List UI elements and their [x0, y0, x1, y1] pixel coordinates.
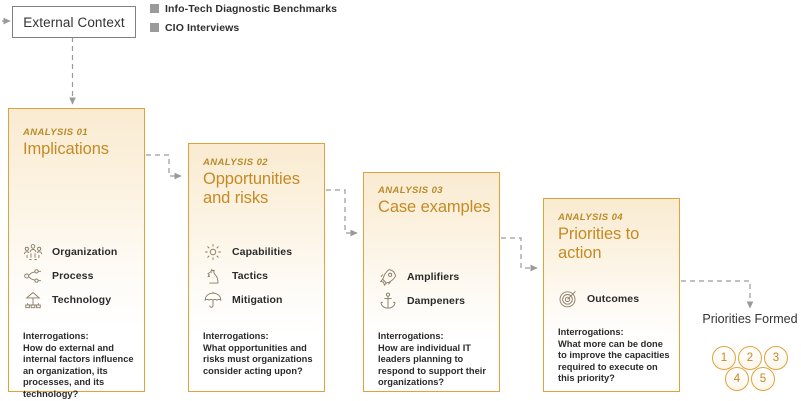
list-item-label: Dampeners [407, 295, 466, 307]
priorities-row-1: 1 2 3 [700, 346, 800, 370]
panel-items: Outcomes [558, 287, 673, 311]
gear-icon [205, 244, 221, 260]
umbrella-icon [204, 291, 222, 308]
list-item-label: Organization [52, 246, 118, 258]
panel-kicker: ANALYSIS 01 [23, 127, 88, 138]
target-icon [559, 291, 576, 308]
list-item-label: Outcomes [587, 293, 640, 305]
legend-item-benchmarks: Info-Tech Diagnostic Benchmarks [150, 0, 337, 17]
interrogations-block: Interrogations: What more can be done to… [558, 327, 671, 385]
interrogations-heading: Interrogations: [558, 327, 624, 337]
priority-circle-2[interactable]: 2 [738, 346, 762, 370]
legend: Info-Tech Diagnostic Benchmarks CIO Inte… [150, 0, 337, 38]
panel-kicker: ANALYSIS 03 [378, 185, 443, 196]
panel-title: Opportunities and risks [203, 170, 300, 207]
connector-analysis-04-to-priorities [681, 280, 754, 309]
legend-swatch-icon [150, 4, 159, 13]
connector-analysis-01-to-02 [146, 154, 182, 180]
list-item[interactable]: Process [23, 264, 138, 288]
list-item[interactable]: Mitigation [203, 288, 318, 312]
interrogations-heading: Interrogations: [378, 331, 444, 341]
list-item[interactable]: Amplifiers [378, 265, 493, 289]
priority-circle-4[interactable]: 4 [725, 367, 749, 391]
legend-label: Info-Tech Diagnostic Benchmarks [165, 2, 338, 15]
list-item[interactable]: Tactics [203, 264, 318, 288]
list-item[interactable]: Organization [23, 240, 138, 264]
interrogations-block: Interrogations: What opportunities and r… [203, 331, 316, 377]
rocket-icon [379, 269, 396, 286]
connector-analysis-03-to-04 [501, 237, 538, 272]
interrogations-heading: Interrogations: [203, 331, 269, 341]
list-item-label: Capabilities [232, 246, 293, 258]
list-item-label: Amplifiers [407, 271, 460, 283]
interrogations-body: How are individual IT leaders planning t… [378, 342, 486, 388]
analysis-panel-01[interactable]: ANALYSIS 01 Implications Organization Pr… [8, 108, 145, 399]
interrogations-body: How do external and internal factors inf… [23, 342, 134, 399]
people-group-icon [23, 244, 43, 260]
legend-swatch-icon [150, 23, 159, 32]
list-item-label: Mitigation [232, 294, 283, 306]
analysis-panel-03[interactable]: ANALYSIS 03 Case examples Amplifiers Dam… [363, 172, 500, 392]
panel-kicker: ANALYSIS 02 [203, 157, 268, 168]
panel-title: Priorities to action [558, 225, 640, 262]
external-context-label: External Context [23, 14, 125, 30]
analysis-panel-02[interactable]: ANALYSIS 02 Opportunities and risks Capa… [188, 143, 325, 392]
list-item[interactable]: Outcomes [558, 287, 673, 311]
interrogations-body: What opportunities and risks must organi… [203, 342, 313, 376]
list-item-label: Technology [52, 294, 112, 306]
panel-items: Organization Process Technology [23, 240, 138, 312]
priority-circle-3[interactable]: 3 [764, 346, 788, 370]
list-item[interactable]: Technology [23, 288, 138, 312]
list-item[interactable]: Capabilities [203, 240, 318, 264]
chess-knight-icon [207, 268, 219, 284]
list-item-label: Process [52, 270, 94, 282]
list-item-label: Tactics [232, 270, 269, 282]
interrogations-block: Interrogations: How are individual IT le… [378, 331, 491, 389]
priorities-row-2: 4 5 [700, 367, 800, 391]
legend-label: CIO Interviews [165, 21, 240, 34]
panel-title: Implications [23, 140, 109, 158]
interrogations-block: Interrogations: How do external and inte… [23, 331, 136, 401]
legend-item-interviews: CIO Interviews [150, 19, 337, 36]
external-context-box: External Context [12, 6, 136, 38]
interrogations-heading: Interrogations: [23, 331, 89, 341]
interrogations-body: What more can be done to improve the cap… [558, 338, 670, 384]
priorities-circles: 1 2 3 4 5 [700, 346, 800, 391]
priority-circle-5[interactable]: 5 [751, 367, 775, 391]
priorities-formed-label: Priorities Formed [702, 312, 798, 326]
panel-title: Case examples [378, 198, 491, 216]
priority-circle-1[interactable]: 1 [712, 346, 736, 370]
analysis-panel-04[interactable]: ANALYSIS 04 Priorities to action Outcome… [543, 198, 680, 392]
panel-kicker: ANALYSIS 04 [558, 212, 623, 223]
panel-items: Capabilities Tactics Mitigation [203, 240, 318, 312]
hierarchy-network-icon [25, 291, 41, 309]
list-item[interactable]: Dampeners [378, 289, 493, 313]
connector-analysis-02-to-03 [326, 189, 358, 237]
panel-items: Amplifiers Dampeners [378, 265, 493, 313]
anchor-icon [380, 292, 396, 309]
process-flow-icon [24, 269, 41, 283]
